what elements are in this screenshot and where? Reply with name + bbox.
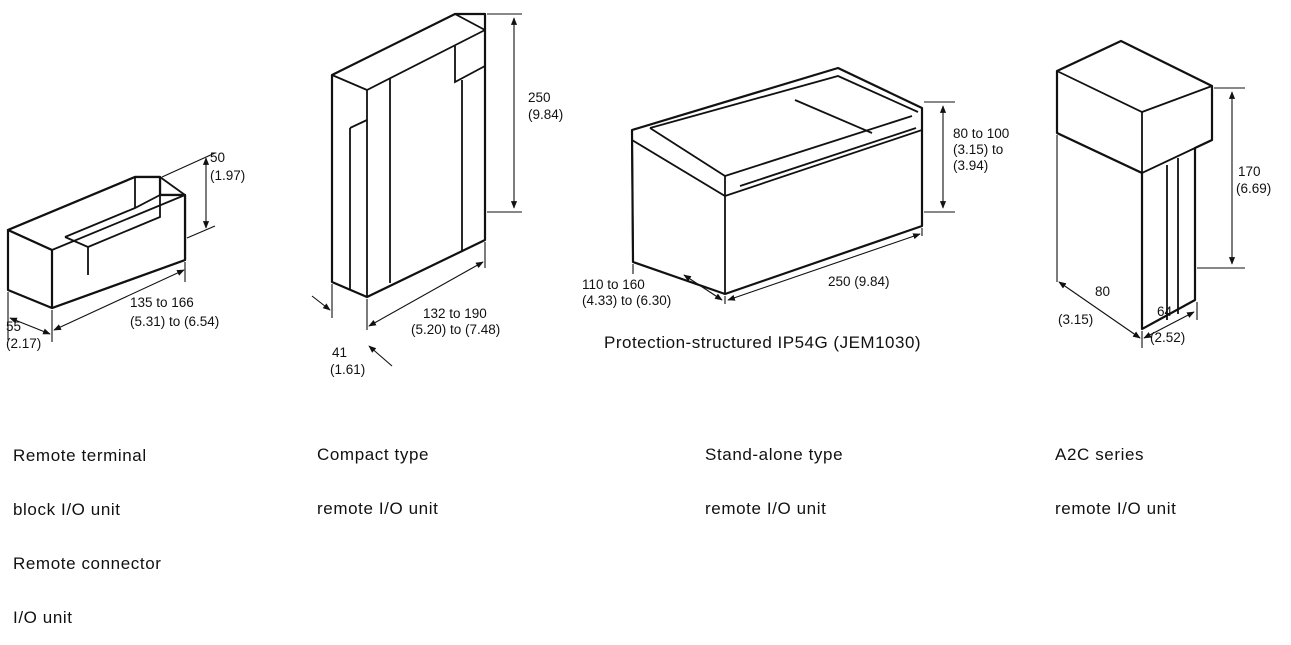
unit2-depth-inch-label: (5.20) to (7.48): [411, 322, 500, 337]
compact-unit-drawing: [330, 12, 487, 299]
unit1-depth-inch-label: (5.31) to (6.54): [130, 314, 219, 329]
unit2-height-label: 250: [528, 90, 551, 105]
unit1-width-inch-label: (2.17): [6, 336, 41, 351]
unit4-height-inch-label: (6.69): [1236, 181, 1271, 196]
stand-alone-dimension-lines: [632, 101, 955, 304]
unit1-width-label: 55: [6, 319, 21, 334]
caption-line: Compact type: [317, 445, 430, 464]
unit4-depth-inch-label: (2.52): [1150, 330, 1185, 345]
unit2-height-inch-label: (9.84): [528, 107, 563, 122]
stand-alone-unit-drawing: [630, 66, 924, 296]
unit3-height-inch-label: (3.15) to: [953, 142, 1003, 157]
terminal-block-dimension-lines: [7, 152, 216, 342]
caption-line: remote I/O unit: [1055, 499, 1177, 518]
caption-line: Stand-alone type: [705, 445, 844, 464]
protection-rating-note: Protection-structured IP54G (JEM1030): [604, 333, 922, 352]
unit1-height-label: 50: [210, 150, 225, 165]
caption-compact-unit: Compact type remote I/O unit: [317, 410, 438, 536]
caption-line: A2C series: [1055, 445, 1145, 464]
unit1-height-inch-label: (1.97): [210, 168, 245, 183]
caption-stand-alone-unit: Stand-alone type remote I/O unit: [705, 410, 843, 536]
caption-line: remote I/O unit: [317, 499, 439, 518]
unit4-width-inch-label: (3.15): [1058, 312, 1093, 327]
unit4-width-label: 80: [1095, 284, 1110, 299]
caption-line: I/O unit: [13, 608, 73, 627]
caption-line: Remote terminal: [13, 446, 147, 465]
unit3-width-inch-label: (4.33) to (6.30): [582, 293, 671, 308]
unit3-height-inch2-label: (3.94): [953, 158, 988, 173]
caption-line: Remote connector: [13, 554, 162, 573]
unit3-width-label: 110 to 160: [582, 277, 645, 292]
a2c-dimension-lines: [1056, 87, 1245, 348]
a2c-unit-drawing: [1055, 39, 1214, 331]
unit4-height-label: 170: [1238, 164, 1261, 179]
compact-dimension-lines: [311, 13, 522, 367]
unit2-depth-label: 132 to 190: [423, 306, 487, 321]
unit3-length-label: 250 (9.84): [828, 274, 890, 289]
unit4-depth-label: 64: [1157, 304, 1173, 319]
unit3-height-label: 80 to 100: [953, 126, 1009, 141]
unit2-width-inch-label: (1.61): [330, 362, 365, 377]
caption-a2c-unit: A2C series remote I/O unit: [1055, 410, 1176, 536]
unit1-depth-label: 135 to 166: [130, 295, 194, 310]
caption-line: block I/O unit: [13, 500, 121, 519]
caption-line: remote I/O unit: [705, 499, 827, 518]
unit2-width-label: 41: [332, 345, 347, 360]
dimension-drawings: 50 (1.97) 135 to 166 (5.31) to (6.54) 55…: [6, 12, 1271, 377]
terminal-block-unit-drawing: [6, 175, 187, 310]
caption-terminal-block-unit: Remote terminal block I/O unit Remote co…: [13, 411, 162, 645]
